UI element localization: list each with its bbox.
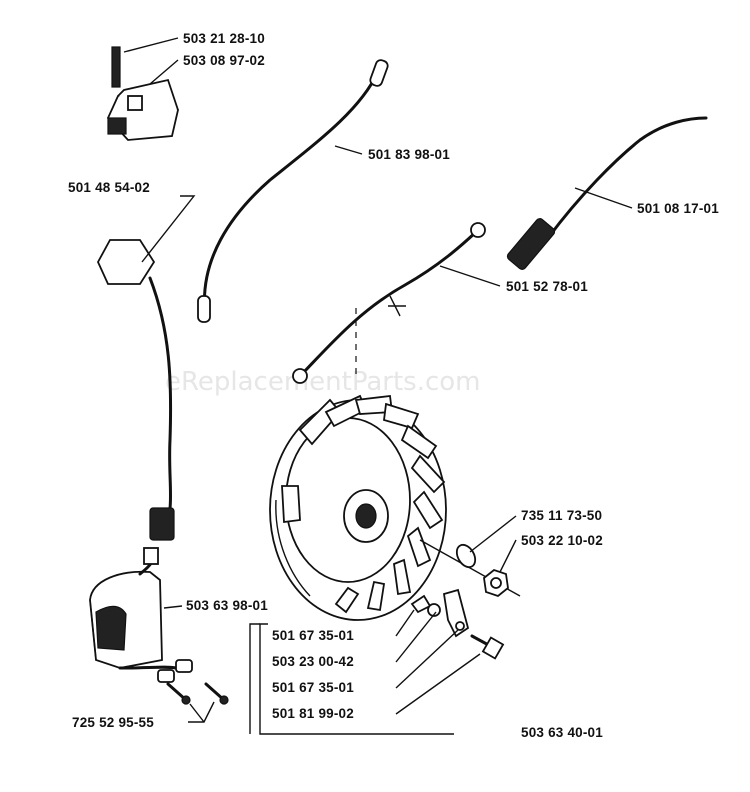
- part-number-735-11-73-50: 735 11 73-50: [521, 508, 602, 523]
- washer-drawing: [455, 543, 477, 569]
- flywheel-drawing: [269, 394, 521, 621]
- ignition-lead-drawing: [197, 59, 389, 323]
- leader-spring: [395, 611, 437, 663]
- part-number-501-48-54-02: 501 48 54-02: [68, 180, 150, 195]
- part-number-503-63-40-01: 503 63 40-01: [521, 725, 603, 740]
- leader-ignition-lead: [334, 145, 363, 155]
- part-number-503-23-00-42: 503 23 00-42: [272, 654, 354, 669]
- short-cable-drawing: [292, 222, 486, 384]
- part-number-501-81-99-02: 501 81 99-02: [272, 706, 354, 721]
- bracket-outer: [259, 623, 454, 735]
- pawl-assembly-drawing: [410, 588, 505, 660]
- leader-screw-top: [123, 37, 179, 53]
- fuel-hose-drawing: [506, 116, 708, 270]
- part-number-503-21-28-10: 503 21 28-10: [183, 31, 265, 46]
- part-number-725-52-95-55: 725 52 95-55: [72, 715, 154, 730]
- leader-nut: [499, 539, 517, 573]
- part-number-503-63-98-01: 503 63 98-01: [186, 598, 268, 613]
- ignition-module-drawing: [89, 547, 229, 705]
- leader-washer: [469, 515, 517, 553]
- leader-fuel-hose: [574, 187, 633, 209]
- leader-flywheel-screw: [395, 653, 481, 715]
- leader-short-cable: [439, 265, 501, 287]
- leader-module-screws: [188, 701, 215, 723]
- nut-drawing: [483, 568, 509, 598]
- part-number-501-83-98-01: 501 83 98-01: [368, 147, 450, 162]
- part-number-503-08-97-02: 503 08 97-02: [183, 53, 265, 68]
- leader-pawl-2: [395, 629, 459, 689]
- spark-plug-boot-drawing: [96, 239, 175, 541]
- leader-spark-plug-boot: [141, 195, 196, 263]
- part-number-501-67-35-01-a: 501 67 35-01: [272, 628, 354, 643]
- part-number-503-22-10-02: 503 22 10-02: [521, 533, 603, 548]
- leader-ignition-module: [163, 605, 183, 609]
- leader-pawl-1: [395, 609, 415, 637]
- leader-switch-top: [149, 59, 179, 85]
- part-number-501-52-78-01: 501 52 78-01: [506, 279, 588, 294]
- bracket-inner: [249, 623, 260, 734]
- watermark-text: eReplacementParts.com: [165, 367, 481, 397]
- part-number-501-08-17-01: 501 08 17-01: [637, 201, 719, 216]
- part-number-501-67-35-01-b: 501 67 35-01: [272, 680, 354, 695]
- switch-part-drawing: [106, 46, 179, 141]
